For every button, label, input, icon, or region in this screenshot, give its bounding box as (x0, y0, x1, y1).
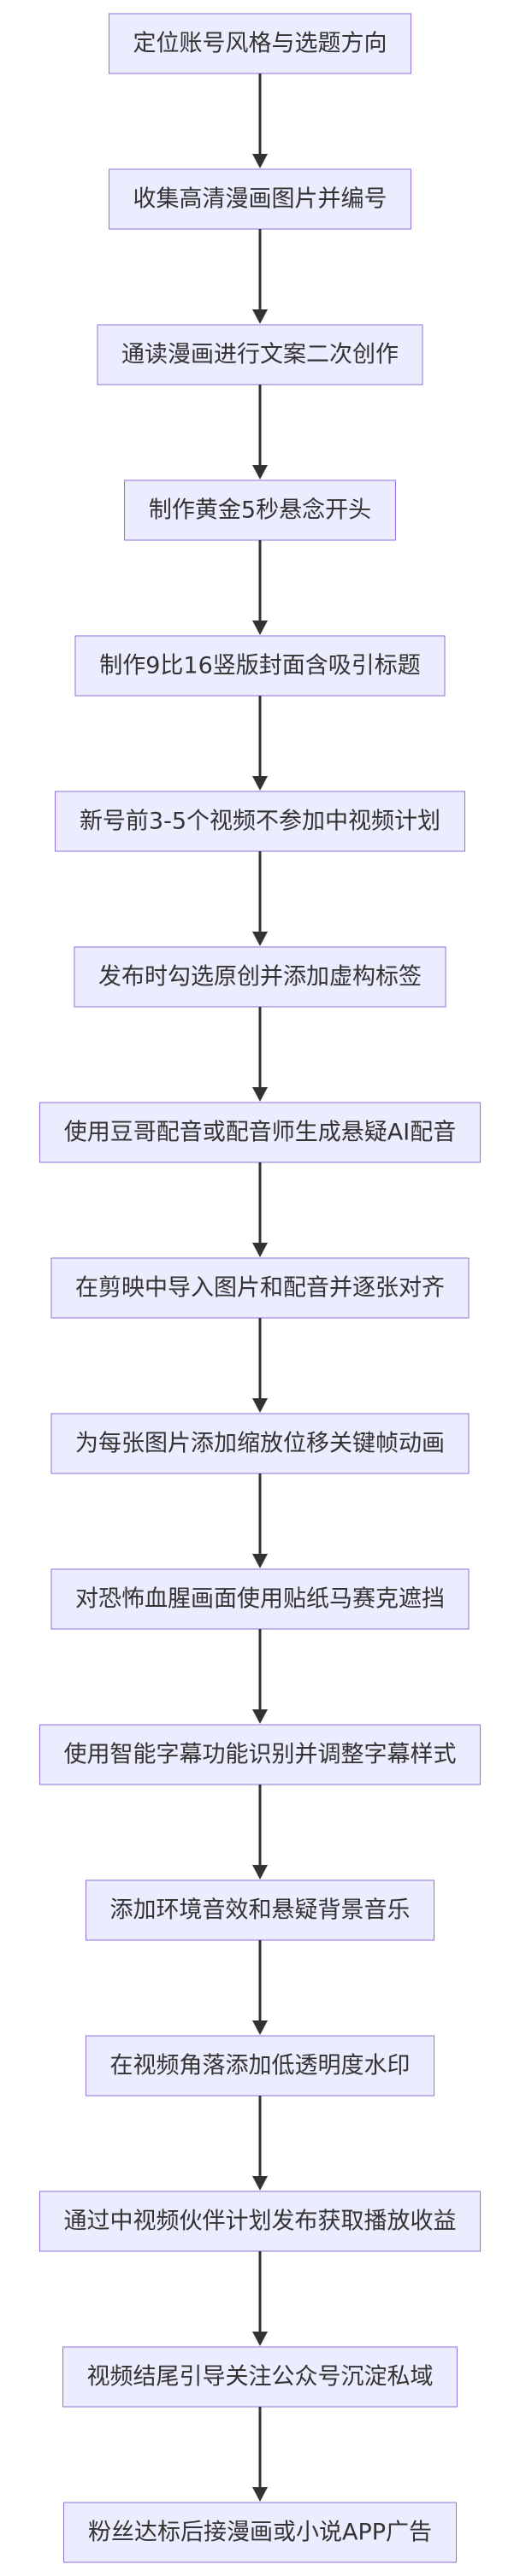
flow-arrow-head (252, 2020, 268, 2035)
flow-arrow-3 (252, 385, 268, 479)
flow-step-box (74, 635, 446, 697)
flow-arrow-1 (252, 74, 268, 168)
flow-arrow-16 (252, 2407, 268, 2502)
flow-step-label: 发布时勾选原创并添加虚构标签 (98, 964, 422, 991)
flow-step-17: 粉丝达标后接漫画或小说APP广告 (63, 2502, 457, 2563)
flow-step-label: 为每张图片添加缩放位移关键帧动画 (75, 1431, 445, 1457)
flow-step-box (50, 1568, 470, 1630)
flow-arrow-head (252, 309, 268, 324)
flow-step-label: 通过中视频伙伴计划发布获取播放收益 (64, 2208, 457, 2235)
flow-arrow-head (252, 1709, 268, 1724)
flow-step-label: 在视频角落添加低透明度水印 (110, 2053, 411, 2079)
flow-step-12: 使用智能字幕功能识别并调整字幕样式 (39, 1724, 481, 1785)
flow-step-label: 通读漫画进行文案二次创作 (121, 342, 399, 368)
flow-arrow-head (252, 1865, 268, 1879)
flow-step-box (86, 1879, 434, 1941)
flow-arrow-15 (252, 2251, 268, 2346)
flow-step-label: 添加环境音效和悬疑背景音乐 (110, 1897, 411, 1924)
flow-arrow-9 (252, 1318, 268, 1413)
flow-arrow-head (252, 2487, 268, 2502)
flow-arrow-14 (252, 2096, 268, 2191)
flow-step-5: 制作9比16竖版封面含吸引标题 (74, 635, 446, 697)
flow-arrow-2 (252, 229, 268, 324)
flow-step-box (124, 479, 396, 541)
flow-step-label: 新号前3-5个视频不参加中视频计划 (80, 809, 440, 835)
flow-step-box (39, 1102, 481, 1163)
flow-step-label: 制作黄金5秒悬念开头 (149, 497, 371, 524)
flow-step-box (97, 324, 423, 385)
flow-arrow-head (252, 1243, 268, 1257)
flow-step-16: 视频结尾引导关注公众号沉淀私域 (62, 2346, 458, 2408)
flow-step-box (62, 2346, 458, 2408)
flow-step-label: 对恐怖血腥画面使用贴纸马赛克遮挡 (75, 1586, 445, 1613)
flow-step-9: 在剪映中导入图片和配音并逐张对齐 (50, 1257, 470, 1319)
flow-step-box (109, 13, 411, 74)
flow-step-label: 制作9比16竖版封面含吸引标题 (99, 653, 421, 679)
flow-step-label: 定位账号风格与选题方向 (133, 31, 387, 57)
flow-arrow-12 (252, 1785, 268, 1879)
flow-step-1: 定位账号风格与选题方向 (109, 13, 411, 74)
flow-arrow-head (252, 776, 268, 791)
flow-step-label: 使用智能字幕功能识别并调整字幕样式 (64, 1742, 457, 1768)
flow-arrow-head (252, 465, 268, 479)
flow-step-8: 使用豆哥配音或配音师生成悬疑AI配音 (39, 1102, 481, 1163)
flow-arrow-13 (252, 1940, 268, 2035)
flow-step-box (39, 2191, 481, 2252)
flow-step-box (63, 2502, 457, 2563)
flow-step-label: 粉丝达标后接漫画或小说APP广告 (88, 2520, 432, 2546)
flow-step-box (109, 168, 411, 230)
flow-arrow-head (252, 2332, 268, 2346)
flow-step-box (39, 1724, 481, 1785)
flow-arrow-head (252, 2176, 268, 2191)
flow-step-7: 发布时勾选原创并添加虚构标签 (74, 946, 446, 1008)
flow-step-11: 对恐怖血腥画面使用贴纸马赛克遮挡 (50, 1568, 470, 1630)
flow-step-2: 收集高清漫画图片并编号 (109, 168, 411, 230)
flow-step-10: 为每张图片添加缩放位移关键帧动画 (50, 1413, 470, 1474)
flow-step-14: 在视频角落添加低透明度水印 (86, 2035, 434, 2097)
flow-arrow-head (252, 932, 268, 946)
flow-arrow-11 (252, 1629, 268, 1724)
flow-arrow-head (252, 1398, 268, 1413)
flow-step-label: 视频结尾引导关注公众号沉淀私域 (87, 2364, 434, 2391)
flow-step-6: 新号前3-5个视频不参加中视频计划 (55, 791, 465, 852)
flow-step-13: 添加环境音效和悬疑背景音乐 (86, 1879, 434, 1941)
flow-step-label: 使用豆哥配音或配音师生成悬疑AI配音 (64, 1120, 456, 1146)
flow-arrow-head (252, 1554, 268, 1568)
flow-step-15: 通过中视频伙伴计划发布获取播放收益 (39, 2191, 481, 2252)
flow-step-label: 在剪映中导入图片和配音并逐张对齐 (75, 1275, 445, 1302)
flow-arrow-4 (252, 540, 268, 635)
flow-arrow-8 (252, 1162, 268, 1257)
flow-step-box (86, 2035, 434, 2097)
flow-arrow-5 (252, 696, 268, 791)
flow-step-4: 制作黄金5秒悬念开头 (124, 479, 396, 541)
flow-arrow-head (252, 620, 268, 635)
flow-arrow-6 (252, 851, 268, 946)
flow-step-box (55, 791, 465, 852)
flow-arrow-head (252, 154, 268, 168)
flow-arrow-7 (252, 1007, 268, 1102)
flow-step-box (50, 1413, 470, 1474)
flow-step-3: 通读漫画进行文案二次创作 (97, 324, 423, 385)
flow-arrow-10 (252, 1473, 268, 1568)
flow-step-label: 收集高清漫画图片并编号 (133, 186, 387, 213)
flow-arrow-head (252, 1087, 268, 1102)
